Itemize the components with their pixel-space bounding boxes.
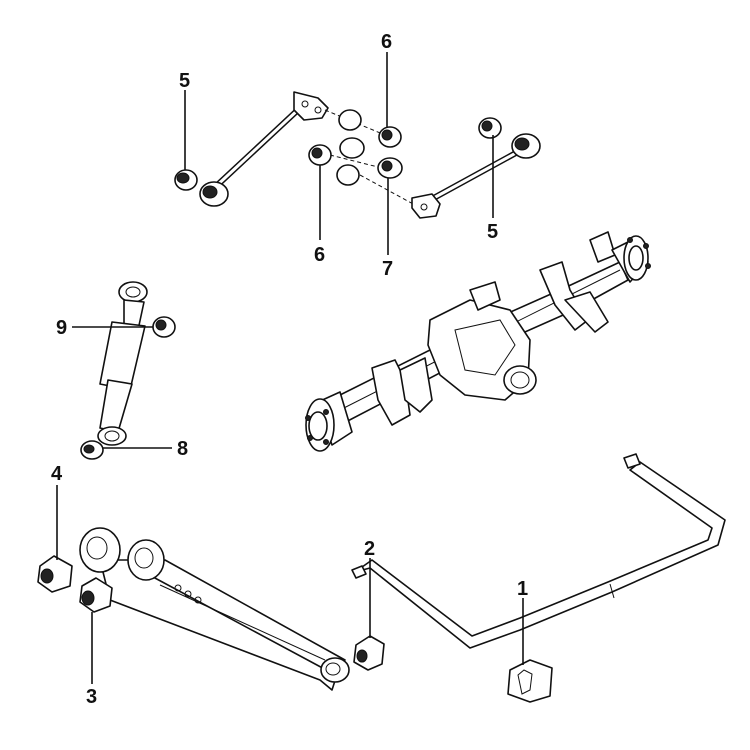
bushing-9 [152,316,176,338]
bushing-8 [80,440,104,460]
callout-6-top: 6 [381,31,392,53]
anti-roll-bar [351,453,726,649]
bushing-3 [79,577,113,613]
callout-labels: 5 6 6 7 5 9 8 4 3 2 1 [51,31,528,708]
callout-6-bottom: 6 [314,244,325,266]
left-track-rod [209,91,329,193]
callout-5-left: 5 [179,70,190,92]
bushing-5-right-small [478,117,502,139]
bushing-4 [37,555,73,593]
callout-4: 4 [51,463,63,485]
leader-lines [56,52,524,684]
callout-5-right: 5 [487,221,498,243]
callout-3: 3 [86,686,97,708]
rear-axle-assembly [305,231,651,452]
bushing-2 [353,635,385,671]
shock-absorber [97,281,148,446]
bushing-1 [507,659,553,703]
bushing-5-right-large [511,133,541,159]
bushing-5-left-small [174,169,198,191]
bushing-5-left-large [199,181,229,207]
right-track-rod [411,145,528,219]
callout-2: 2 [364,538,375,560]
callout-7: 7 [382,258,393,280]
lower-control-arm [79,527,350,691]
callout-8: 8 [177,438,188,460]
callout-1: 1 [517,578,528,600]
bushing-stack-center [308,109,416,206]
callout-9: 9 [56,317,67,339]
